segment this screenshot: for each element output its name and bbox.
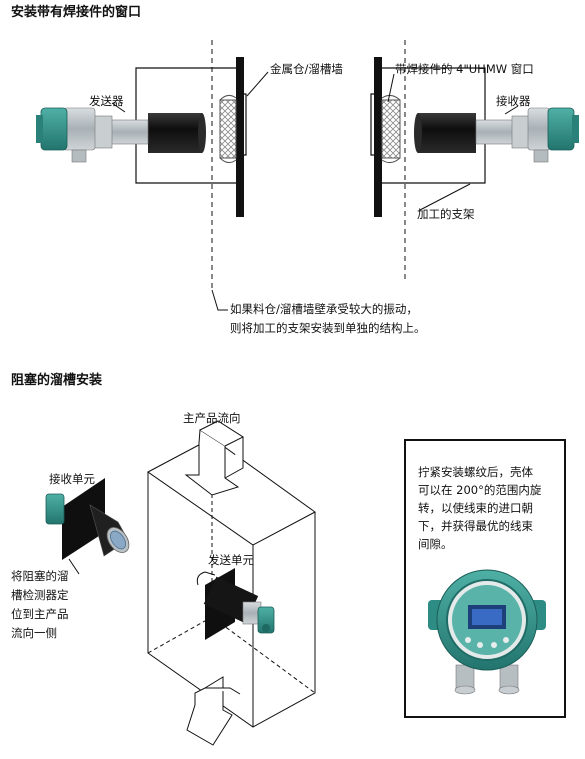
label-wall: 金属仓/溜槽墙	[270, 62, 343, 76]
side-note-line-1: 将阻塞的溜	[11, 569, 69, 583]
label-main-flow: 主产品流向	[183, 411, 241, 425]
note-line-1: 如果料仓/溜槽墙壁承受较大的振动，	[230, 302, 418, 316]
callout-line-2: 可以在 200°的范围内旋	[418, 483, 542, 497]
label-bracket: 加工的支架	[417, 207, 475, 221]
side-note-line-4: 流向一侧	[11, 626, 57, 640]
label-receiver-unit: 接收单元	[49, 472, 95, 486]
label-transmitter: 发送器	[89, 94, 124, 108]
transmitter-unit	[196, 568, 275, 640]
label-transmitter-unit: 发送单元	[208, 553, 254, 567]
callout-box: 拧紧安装螺纹后，壳体 可以在 200°的范围内旋 转，以使线束的进口朝 下，并获…	[404, 439, 566, 718]
label-window: 带焊接件的 4"UHMW 窗口	[395, 62, 534, 76]
receiver-sensor	[475, 107, 579, 163]
section2-title: 阻塞的溜槽安装	[11, 373, 103, 388]
side-note-line-3: 位到主产品	[11, 607, 69, 621]
wall-left	[236, 57, 244, 217]
enclosure-image	[428, 569, 546, 695]
flow-arrow-out	[186, 676, 241, 746]
window-left	[219, 94, 237, 164]
note-line-2: 则将加工的支架安装到单独的结构上。	[230, 321, 426, 335]
flow-arrow-in	[184, 420, 245, 496]
side-note-line-2: 槽检测器定	[11, 588, 69, 602]
callout-line-5: 间隙。	[418, 537, 453, 551]
callout-line-3: 转，以使线束的进口朝	[418, 501, 533, 515]
receiver-unit	[45, 478, 130, 560]
section1-title: 安装带有焊接件的窗口	[11, 5, 142, 20]
callout-line-4: 下，并获得最优的线束	[418, 519, 533, 533]
receiver-tube	[418, 113, 476, 153]
transmitter-tube	[148, 113, 202, 153]
callout-line-1: 拧紧安装螺纹后，壳体	[418, 465, 533, 479]
wall-right	[374, 57, 382, 217]
transmitter-sensor	[36, 107, 149, 163]
label-receiver: 接收器	[496, 94, 531, 108]
window-right	[381, 94, 401, 164]
